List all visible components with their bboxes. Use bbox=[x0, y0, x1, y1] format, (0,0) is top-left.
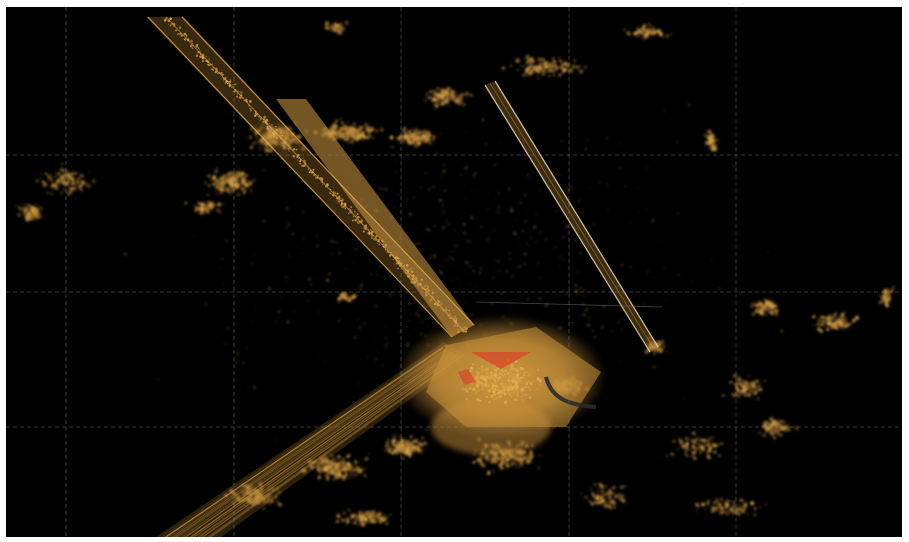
viewport-grid bbox=[6, 7, 902, 537]
point-cloud-canvas[interactable] bbox=[6, 7, 902, 537]
dark-structure bbox=[544, 376, 597, 409]
bridge-deck-left-points bbox=[163, 17, 468, 333]
point-cloud-viewport[interactable] bbox=[6, 7, 902, 537]
viewport-background bbox=[6, 7, 902, 537]
bridge-deck-right bbox=[484, 80, 659, 353]
vegetation-clusters bbox=[15, 20, 895, 527]
highlighted-region bbox=[458, 352, 531, 385]
